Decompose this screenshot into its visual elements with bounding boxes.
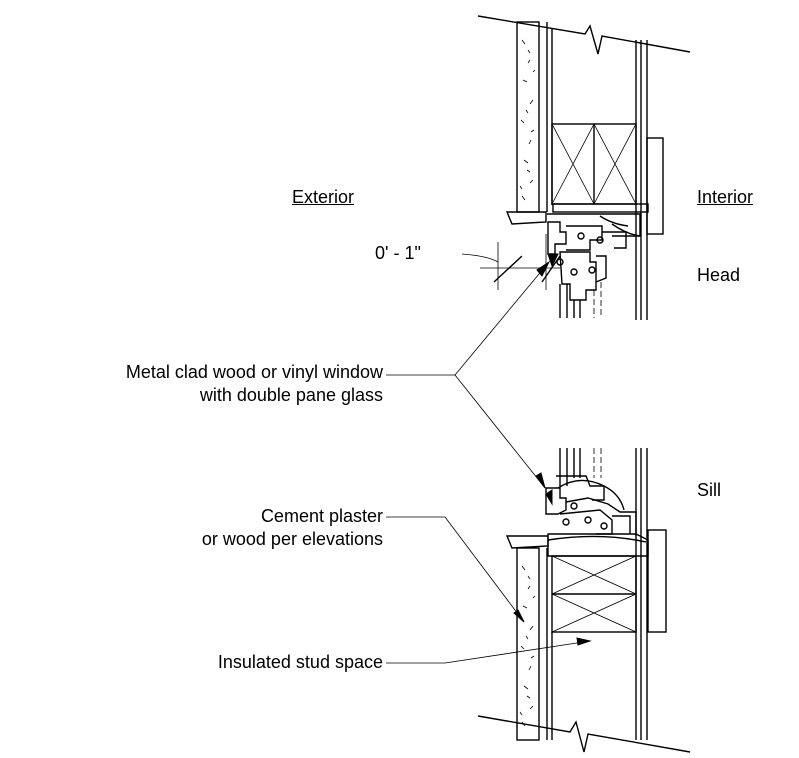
cement-plaster-lower xyxy=(516,547,548,741)
bottom-break-line xyxy=(477,715,691,753)
head-label: Head xyxy=(697,265,741,285)
dimension-label: 0' - 1" xyxy=(375,243,421,263)
exterior-label: Exterior xyxy=(292,187,355,207)
plaster-label-line1: Cement plaster xyxy=(260,506,383,526)
window-leader xyxy=(386,260,551,489)
top-break-line xyxy=(477,15,691,55)
sill-interior-trim xyxy=(647,529,667,633)
sill-glass xyxy=(559,448,602,486)
sill-stud xyxy=(551,555,637,740)
window-label-line2: with double pane glass xyxy=(199,385,383,405)
cement-plaster-upper xyxy=(516,21,548,213)
wall-lines-lower xyxy=(635,448,648,740)
plaster-leader xyxy=(386,516,525,623)
interior-label: Interior xyxy=(697,187,754,207)
header-studs xyxy=(551,123,649,213)
head-window-frame xyxy=(505,211,641,301)
dimension-marker xyxy=(461,234,561,290)
head-glass xyxy=(559,282,602,318)
head-interior-trim xyxy=(646,137,664,235)
wall-lines-upper xyxy=(551,28,648,320)
window-label-line1: Metal clad wood or vinyl window xyxy=(125,362,383,382)
sill-window-frame xyxy=(505,475,649,557)
plaster-label-line2: or wood per elevations xyxy=(201,529,383,549)
stud-leader xyxy=(386,637,592,664)
sill-label: Sill xyxy=(697,480,722,500)
stud-space-label: Insulated stud space xyxy=(217,652,383,672)
